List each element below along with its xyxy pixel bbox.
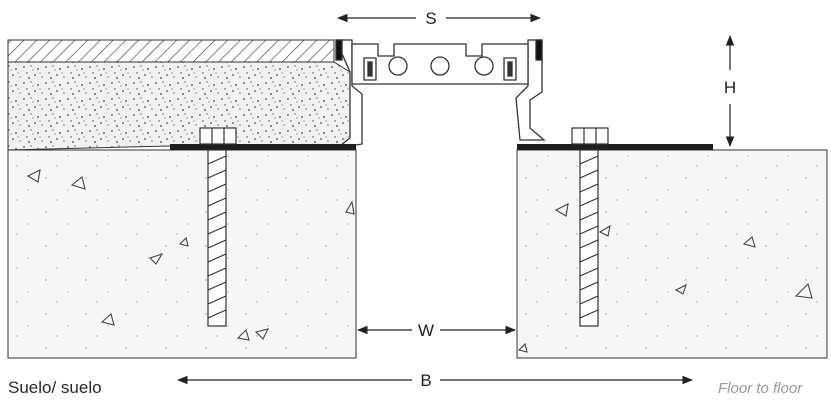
dimension-b: B [176, 371, 694, 390]
left-screed-layer [7, 39, 351, 151]
right-anchor-profile [515, 39, 546, 141]
dimension-w: W [356, 321, 517, 340]
left-seal-strip [170, 144, 356, 150]
dimension-s: S [336, 9, 542, 28]
dimension-s-label: S [425, 9, 436, 28]
caption-right: Floor to floor [718, 380, 803, 397]
dimension-h: H [724, 34, 736, 148]
dimension-b-label: B [420, 371, 431, 390]
left-anchor-bolt [199, 127, 237, 327]
right-concrete-slab [516, 149, 828, 359]
caption-left: Suelo/ suelo [8, 378, 102, 397]
right-anchor-bolt [571, 127, 609, 327]
right-seal-strip [517, 144, 713, 150]
dimension-h-label: H [724, 78, 736, 97]
dimension-w-label: W [418, 321, 434, 340]
joint-cover-insert [351, 43, 529, 85]
left-concrete-slab [7, 149, 357, 359]
